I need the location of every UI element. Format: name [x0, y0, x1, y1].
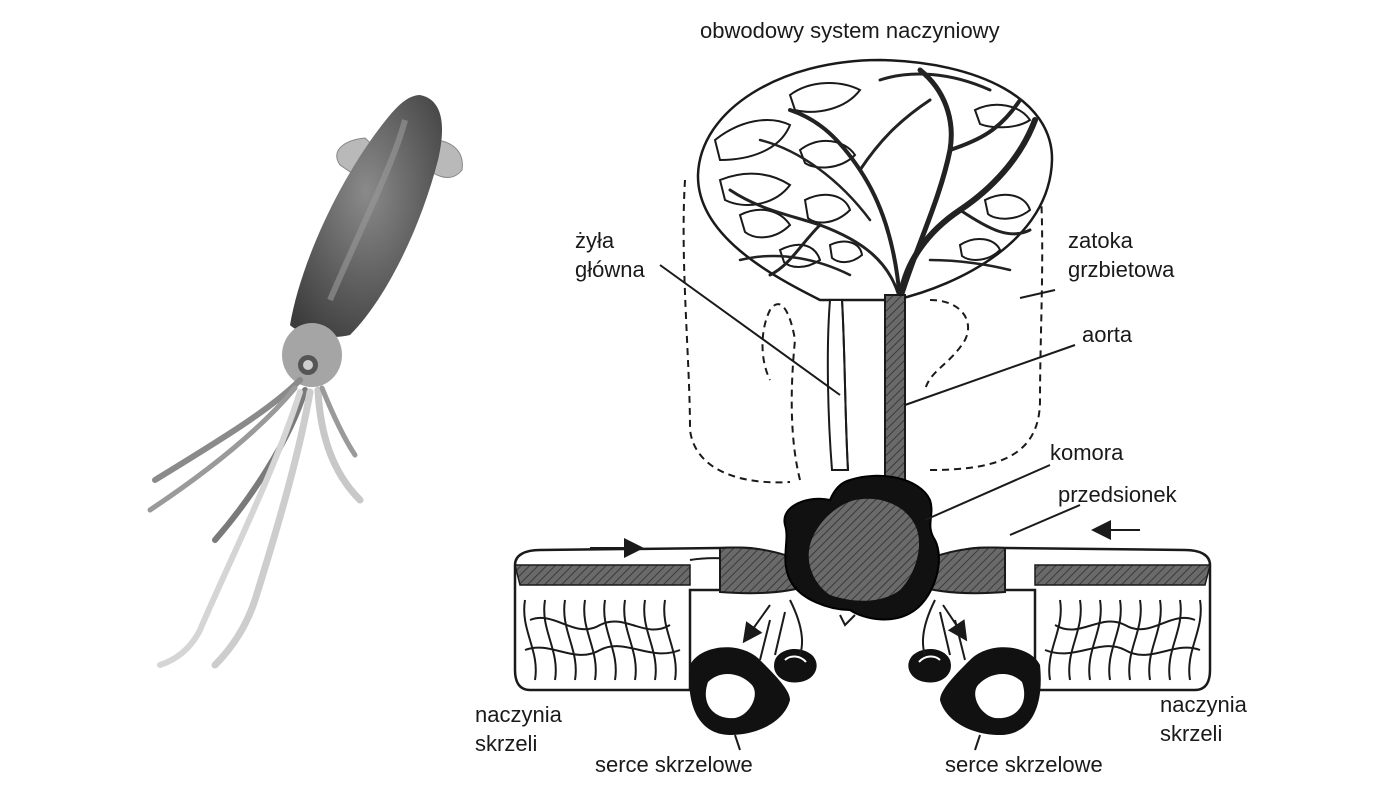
- branchial-heart-left: [689, 599, 817, 735]
- leader-lines: [659, 264, 1081, 751]
- arrow-icon: [590, 520, 1140, 644]
- main-vein-label-line1: żyła: [575, 228, 615, 253]
- aorta-vessel: [883, 294, 907, 491]
- branchial-heart-right: [908, 599, 1041, 735]
- squid-illustration: [147, 95, 463, 669]
- gill-vessels-left-label-line2: skrzeli: [475, 731, 537, 756]
- dorsal-sinus-label-line1: zatoka: [1068, 228, 1134, 253]
- aorta-label: aorta: [1082, 322, 1133, 347]
- main-vein-label-line2: główna: [575, 257, 645, 282]
- ventricle-label: komora: [1050, 440, 1124, 465]
- gill-vessels-right-label-line1: naczynia: [1160, 692, 1248, 717]
- peripheral-vascular-network: [696, 58, 1054, 491]
- peripheral-system-label: obwodowy system naczyniowy: [700, 18, 1000, 43]
- systemic-heart: [719, 474, 1006, 627]
- branchial-heart-right-label: serce skrzelowe: [945, 752, 1103, 777]
- gill-vessels-right-label-line2: skrzeli: [1160, 721, 1222, 746]
- gill-vessels-left-label-line1: naczynia: [475, 702, 563, 727]
- branchial-heart-left-label: serce skrzelowe: [595, 752, 753, 777]
- atrium-label: przedsionek: [1058, 482, 1178, 507]
- dorsal-sinus-label-line2: grzbietowa: [1068, 257, 1175, 282]
